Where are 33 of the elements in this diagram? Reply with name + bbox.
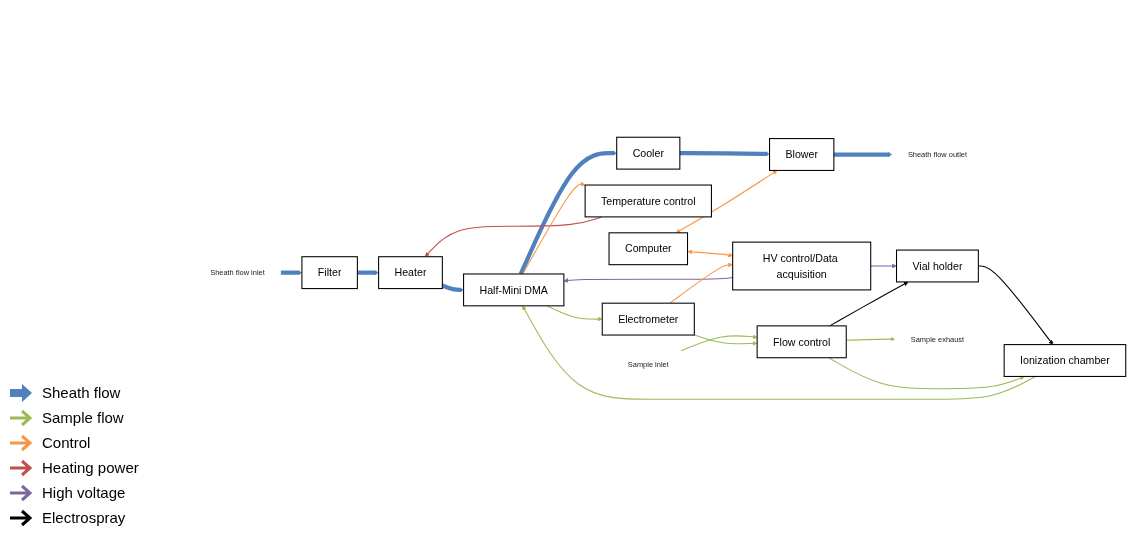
node-box: Electrometer: [601, 302, 695, 336]
node-box: Vial holder: [896, 249, 979, 283]
arrow: [680, 334, 758, 352]
legend-label: Heating power: [42, 459, 139, 476]
arrow: [870, 263, 897, 269]
legend-label: Control: [42, 434, 91, 451]
node-box: Heater: [378, 255, 443, 289]
node-box: Blower: [769, 137, 835, 171]
node-box: Flow control: [756, 325, 847, 358]
legend-label: High voltage: [42, 484, 126, 501]
node-box: Computer: [608, 232, 689, 265]
node-box: HV control/Data acquisition: [732, 241, 872, 291]
arrow: [687, 249, 733, 258]
arrow: [518, 150, 617, 275]
arrow: [522, 181, 586, 275]
arrow: [693, 334, 758, 346]
arrow: [669, 262, 733, 304]
arrow: [675, 169, 778, 233]
node-box: Filter: [301, 255, 358, 289]
legend-label: Sheath flow: [42, 384, 121, 401]
legend-label: Sample flow: [42, 409, 124, 426]
arrow: [828, 356, 1025, 389]
node-box: Ionization chamber: [1003, 343, 1127, 377]
arrow: [679, 150, 770, 156]
arrow: [546, 305, 603, 322]
arrow: [522, 305, 1037, 400]
arrow: [833, 151, 893, 157]
arrow: [357, 270, 379, 275]
node-box: Half-Mini DMA: [463, 273, 565, 307]
node-box: Temperature control: [584, 184, 712, 218]
arrow: [829, 281, 909, 327]
node-box: Cooler: [616, 136, 681, 170]
legend-label: Electrospray: [42, 509, 126, 526]
